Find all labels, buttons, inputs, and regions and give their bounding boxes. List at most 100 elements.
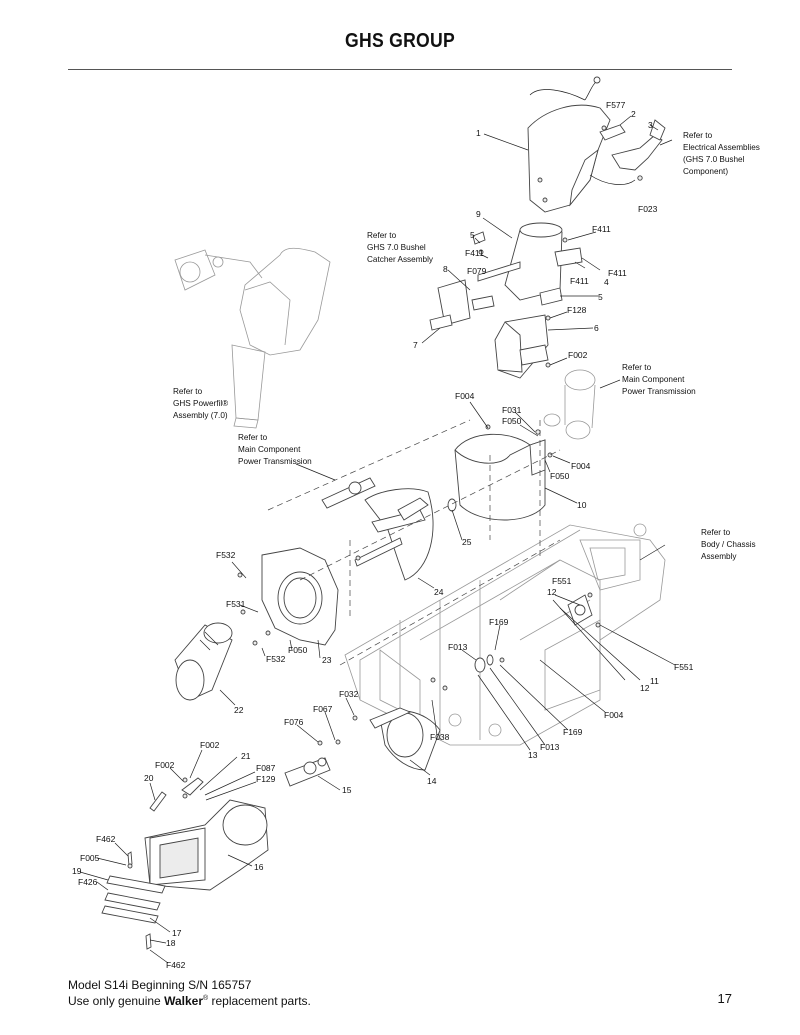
- callout-F532a: F532: [216, 550, 236, 560]
- callout-F050a: F050: [502, 416, 522, 426]
- footer-text-post: replacement parts.: [208, 994, 311, 1008]
- ref-line: Refer to: [701, 528, 731, 537]
- callout-5a: 5: [470, 230, 475, 240]
- callout-F411d: F411: [570, 276, 589, 286]
- callout-10: 10: [577, 500, 587, 510]
- reference-note-main-transmission-left: Refer to Main Component Power Transmissi…: [238, 433, 312, 466]
- ref-line: Catcher Assembly: [367, 255, 434, 264]
- ref-line: (GHS 7.0 Bushel: [683, 155, 745, 164]
- callout-F050c: F050: [288, 645, 308, 655]
- callout-11: 11: [650, 676, 659, 686]
- belt-guard-part: [369, 707, 441, 771]
- ref-line: Electrical Assemblies: [683, 143, 760, 152]
- callout-12b: 12: [640, 683, 650, 693]
- callout-4: 4: [604, 277, 609, 287]
- callout-F531: F531: [226, 599, 246, 609]
- callout-16: 16: [254, 862, 264, 872]
- deflector-handle-part: [589, 119, 666, 185]
- callout-14: 14: [427, 776, 437, 786]
- ujoint-shaft-part: [284, 757, 331, 787]
- callout-F013a: F013: [448, 642, 468, 652]
- inlet-duct-part: [144, 799, 269, 891]
- chute-base-part: [429, 222, 583, 331]
- callout-labels: 1 F577 2 3 F023 9 5 F411 F411 8 F079 F41…: [72, 100, 694, 970]
- callout-F532b: F532: [266, 654, 286, 664]
- callout-19: 19: [72, 866, 82, 876]
- callout-1: 1: [476, 128, 481, 138]
- callout-23: 23: [322, 655, 332, 665]
- ref-line: Main Component: [622, 375, 685, 384]
- callout-F004c: F004: [604, 710, 624, 720]
- title-rule: [68, 69, 732, 70]
- footer-brand: Walker: [164, 994, 203, 1008]
- page-title: GHS GROUP: [345, 30, 455, 52]
- ref-line: GHS Powerfil®: [173, 399, 228, 408]
- callout-F577: F577: [606, 100, 626, 110]
- skid-strips-part: [101, 851, 166, 950]
- footer-text-pre: Use only genuine: [68, 994, 165, 1008]
- callout-7: 7: [413, 340, 418, 350]
- callout-20: 20: [144, 773, 154, 783]
- discharge-chute-part: [527, 76, 611, 213]
- blower-housing-part: [454, 429, 546, 521]
- callout-F129: F129: [256, 774, 276, 784]
- alignment-lines: [267, 419, 561, 666]
- callout-3: 3: [648, 120, 653, 130]
- ref-line: Power Transmission: [238, 457, 312, 466]
- page-number: 17: [717, 991, 732, 1006]
- callout-F038: F038: [430, 732, 450, 742]
- callout-12a: 12: [547, 587, 557, 597]
- callout-F004b: F004: [571, 461, 591, 471]
- ref-line: Component): [683, 167, 728, 176]
- callout-F079: F079: [467, 266, 487, 276]
- blower-outlet-part: [494, 314, 549, 379]
- impeller-part: [354, 488, 434, 581]
- callout-F411b: F411: [592, 224, 611, 234]
- ref-line: Power Transmission: [622, 387, 696, 396]
- ref-line: Assembly: [701, 552, 737, 561]
- callout-F004a: F004: [455, 391, 475, 401]
- callout-F128: F128: [567, 305, 587, 315]
- callout-8: 8: [443, 264, 448, 274]
- footer-registered-mark: ®: [202, 995, 209, 1002]
- ref-line: Refer to: [367, 231, 397, 240]
- reference-note-powerfil: Refer to GHS Powerfil® Assembly (7.0): [173, 387, 228, 420]
- callout-F411a: F411: [465, 248, 484, 258]
- callout-F067: F067: [313, 704, 333, 714]
- ref-line: Refer to: [173, 387, 203, 396]
- callout-F087: F087: [256, 763, 276, 773]
- drive-shaft-part: [321, 477, 376, 509]
- callout-25: 25: [462, 537, 472, 547]
- reference-note-chassis: Refer to Body / Chassis Assembly: [701, 528, 756, 561]
- callout-F169a: F169: [489, 617, 509, 627]
- callout-9: 9: [476, 209, 481, 219]
- callout-F462b: F462: [166, 960, 186, 970]
- callout-F462a: F462: [96, 834, 116, 844]
- ref-line: Assembly (7.0): [173, 411, 228, 420]
- callout-F551a: F551: [552, 576, 572, 586]
- hardware-fasteners: [127, 125, 607, 869]
- callout-F031: F031: [502, 405, 522, 415]
- intake-tube-part: [174, 622, 233, 701]
- callout-F411c: F411: [608, 268, 627, 278]
- callout-18: 18: [166, 938, 176, 948]
- callout-F551b: F551: [674, 662, 694, 672]
- callout-5b: 5: [598, 292, 603, 302]
- ref-line: GHS 7.0 Bushel: [367, 243, 426, 252]
- ref-line: Refer to: [622, 363, 652, 372]
- ref-line: Refer to: [683, 131, 713, 140]
- callout-F426: F426: [78, 877, 98, 887]
- callout-leaders: [79, 115, 676, 964]
- reference-note-electrical: Refer to Electrical Assemblies (GHS 7.0 …: [683, 131, 760, 176]
- callout-F002c: F002: [155, 760, 175, 770]
- ref-line: Refer to: [238, 433, 268, 442]
- bearing-part: [447, 498, 457, 512]
- callout-F002a: F002: [568, 350, 588, 360]
- callout-F169b: F169: [563, 727, 583, 737]
- callout-24: 24: [434, 587, 444, 597]
- spring-bracket-part: [149, 777, 204, 812]
- callout-F076: F076: [284, 717, 304, 727]
- callout-F023: F023: [638, 204, 658, 214]
- callout-21: 21: [241, 751, 251, 761]
